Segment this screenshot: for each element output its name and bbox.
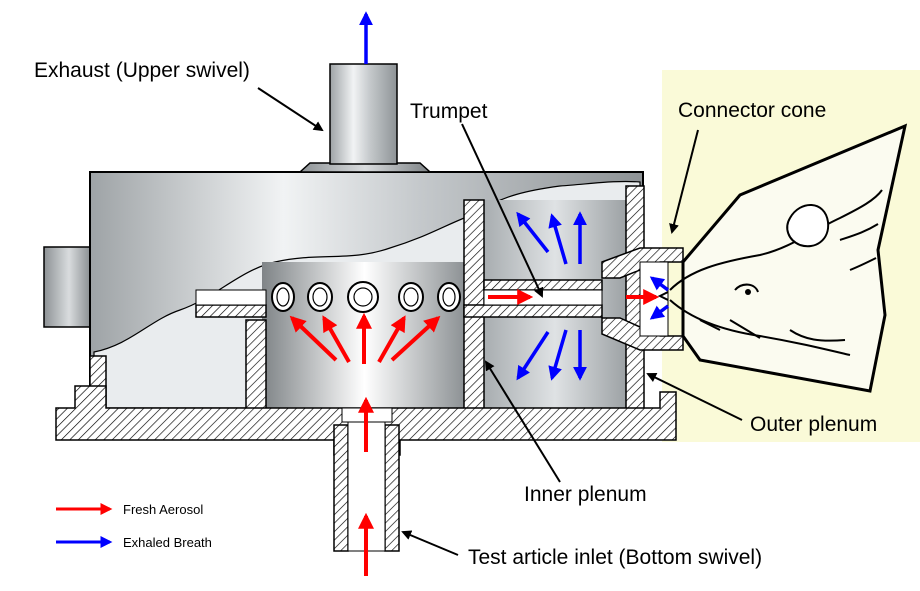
trumpet-label: Trumpet [410, 100, 488, 123]
connector-cone-label: Connector cone [678, 99, 826, 122]
legend-exhaled-breath-label: Exhaled Breath [123, 535, 212, 550]
exhaust-collar [298, 162, 432, 173]
leader-lines [257, 87, 743, 556]
fresh-aerosol-arrows [289, 289, 660, 576]
legend-fresh-aerosol-label: Fresh Aerosol [123, 502, 203, 517]
inner-plenum-label: Inner plenum [524, 483, 647, 506]
test-article-inlet-label: Test article inlet (Bottom swivel) [468, 546, 762, 569]
horizontal-tube-left [195, 289, 267, 306]
side-port [43, 246, 95, 328]
exhaled-breath-arrows [359, 11, 670, 381]
rat-eye [745, 289, 751, 295]
outer-plenum-label: Outer plenum [750, 413, 877, 436]
port-holes [271, 281, 461, 313]
exhaust-pipe [329, 63, 398, 165]
rat-sketch [657, 189, 883, 356]
exhaust-label: Exhaust (Upper swivel) [34, 59, 250, 82]
legend: Fresh Aerosol Exhaled Breath [56, 502, 212, 550]
